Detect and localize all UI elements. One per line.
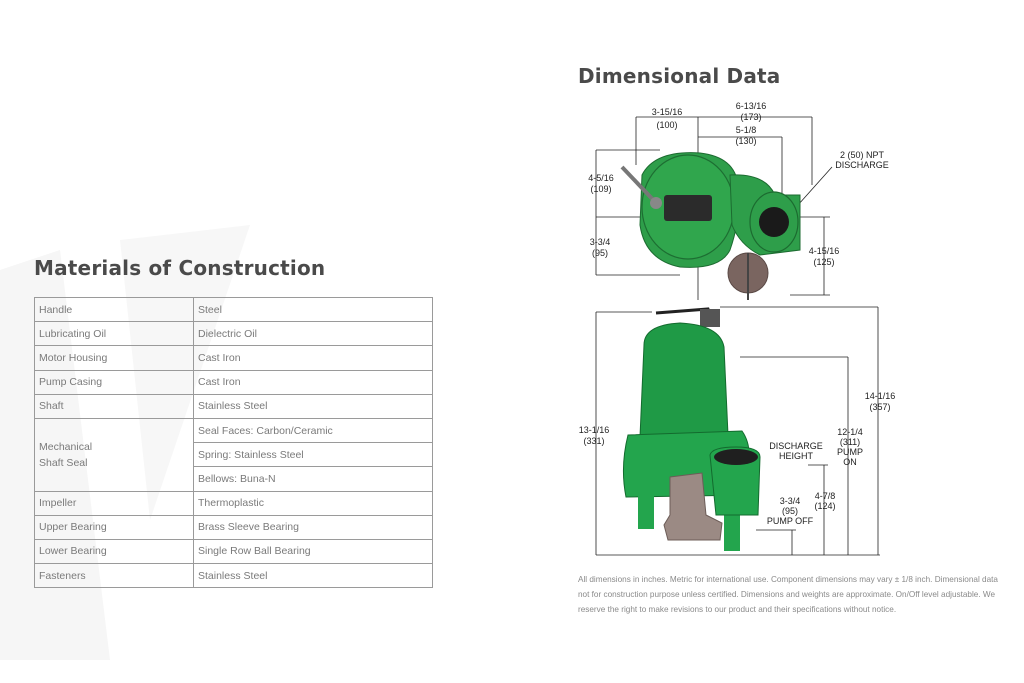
dim-label: PUMP — [837, 447, 863, 457]
material-value: Stainless Steel — [193, 393, 433, 419]
dim-label: (124) — [814, 501, 835, 511]
material-value: Cast Iron — [193, 345, 433, 371]
part-name: Lower Bearing — [34, 538, 194, 565]
dim-label: 13-1/16 — [579, 425, 610, 435]
dim-label: 3-3/4 — [590, 237, 611, 247]
dim-label: (130) — [735, 136, 756, 146]
dim-label: (100) — [656, 120, 677, 130]
dim-label: (357) — [869, 402, 890, 412]
dim-label: (311) — [840, 437, 860, 447]
disclaimer-note: All dimensions in inches. Metric for int… — [578, 575, 998, 614]
dim-label: ON — [843, 457, 857, 467]
dim-label: 6-13/16 — [736, 101, 767, 111]
table-row: Mechanical Shaft Seal Seal Faces: Carbon… — [34, 417, 433, 492]
material-value: Spring: Stainless Steel — [193, 442, 433, 468]
dim-label: 2 (50) NPT — [840, 150, 885, 160]
dimensional-title: Dimensional Data — [578, 64, 781, 88]
material-value: Bellows: Buna-N — [193, 466, 433, 492]
part-name: Upper Bearing — [34, 514, 194, 540]
dim-label: 14-1/16 — [865, 391, 896, 401]
table-row: Handle Steel — [34, 296, 433, 323]
dim-label: 4-15/16 — [809, 246, 840, 256]
table-row: Pump Casing Cast Iron — [34, 369, 433, 395]
part-name: Pump Casing — [34, 369, 194, 395]
part-name-line: Shaft Seal — [39, 456, 88, 469]
side-view-dimension-lines — [595, 306, 880, 556]
part-name: Shaft — [34, 393, 194, 419]
dim-label: 3-15/16 — [652, 107, 683, 117]
part-name-line: Mechanical — [39, 440, 93, 453]
dim-label: DISCHARGE — [835, 160, 889, 170]
dim-label: DISCHARGE — [769, 441, 823, 451]
materials-table: Handle Steel Lubricating Oil Dielectric … — [34, 296, 433, 589]
dim-label: 5-1/8 — [736, 125, 757, 135]
part-name: Motor Housing — [34, 345, 194, 371]
dim-label: (109) — [590, 184, 611, 194]
material-value: Brass Sleeve Bearing — [193, 514, 433, 540]
materials-title: Materials of Construction — [34, 256, 326, 280]
table-row: Lubricating Oil Dielectric Oil — [34, 321, 433, 347]
dim-label: PUMP OFF — [767, 516, 814, 526]
part-name: Mechanical Shaft Seal — [34, 417, 194, 492]
dimensional-diagram: 3-15/16 (100) 6-13/16 (173) 5-1/8 (130) … — [579, 101, 896, 556]
table-row: Lower Bearing Single Row Ball Bearing — [34, 538, 433, 565]
material-value: Cast Iron — [193, 369, 433, 395]
dim-label: 4-5/16 — [588, 173, 614, 183]
dim-label: (331) — [583, 436, 604, 446]
table-row: Spring: Stainless Steel — [35, 442, 433, 468]
part-name: Impeller — [34, 490, 194, 516]
part-name: Handle — [34, 296, 194, 323]
pump-side-view-image — [622, 307, 761, 551]
dim-label: HEIGHT — [779, 451, 814, 461]
table-row: Motor Housing Cast Iron — [34, 345, 433, 371]
table-row: Upper Bearing Brass Sleeve Bearing — [34, 514, 433, 540]
table-row: Shaft Stainless Steel — [34, 393, 433, 419]
table-row: Fasteners Stainless Steel — [34, 563, 433, 589]
material-value: Dielectric Oil — [193, 321, 433, 347]
dim-label: 3-3/4 — [780, 496, 801, 506]
material-value: Steel — [193, 296, 433, 323]
material-value: Seal Faces: Carbon/Ceramic — [193, 417, 433, 444]
material-value: Thermoplastic — [193, 490, 433, 516]
dim-label: 12-1/4 — [837, 427, 863, 437]
part-name: Lubricating Oil — [34, 321, 194, 347]
dim-label: (95) — [592, 248, 608, 258]
dim-label: 4-7/8 — [815, 491, 836, 501]
pump-top-view-image — [620, 152, 801, 300]
dim-label: (173) — [740, 112, 761, 122]
dim-label: (95) — [782, 506, 798, 516]
table-row: Impeller Thermoplastic — [34, 490, 433, 516]
material-value: Stainless Steel — [193, 563, 433, 589]
part-name: Fasteners — [34, 563, 194, 589]
dim-label: (125) — [813, 257, 834, 267]
material-value: Single Row Ball Bearing — [193, 538, 433, 565]
table-row: Bellows: Buna-N — [35, 466, 433, 492]
